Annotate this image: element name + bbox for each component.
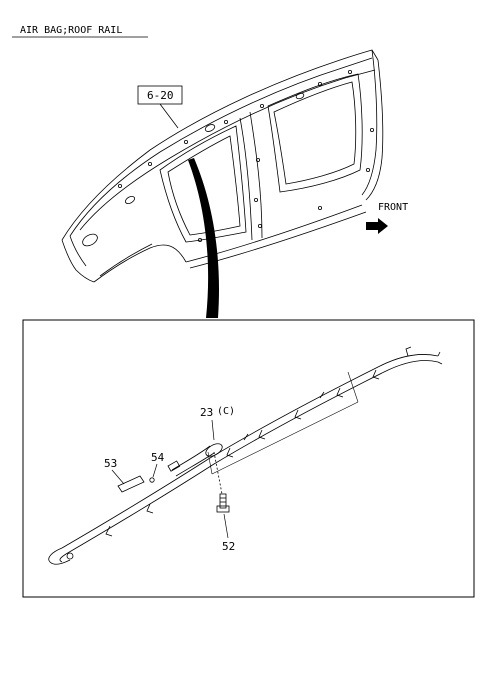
part-23-suffix: (C): [217, 406, 235, 417]
leader-52: [223, 513, 229, 539]
part-number-23[interactable]: 23: [200, 406, 213, 419]
detail-view-frame: [22, 319, 475, 598]
assembly-guide-lines: [207, 371, 359, 475]
reference-leader-line: [159, 103, 179, 129]
part-number-53[interactable]: 53: [104, 457, 117, 470]
part-number-54[interactable]: 54: [151, 451, 165, 464]
bracket-part-53: [117, 475, 145, 493]
leader-23: [211, 419, 215, 441]
diagram-title: AIR BAG;ROOF RAIL: [20, 25, 122, 36]
part-number-52[interactable]: 52: [222, 540, 235, 553]
callout-wedge: [188, 158, 219, 318]
airbag-roof-rail-assembly: [48, 346, 443, 565]
leader-53: [111, 469, 125, 485]
bolt-part-52: [213, 451, 230, 513]
reference-label[interactable]: 6-20: [147, 89, 174, 102]
clip-part-54: [149, 477, 155, 483]
body-side-frame: [61, 49, 384, 283]
leader-54: [152, 463, 158, 478]
front-direction-label: FRONT: [378, 202, 408, 213]
arrow-right-icon: [366, 218, 388, 234]
